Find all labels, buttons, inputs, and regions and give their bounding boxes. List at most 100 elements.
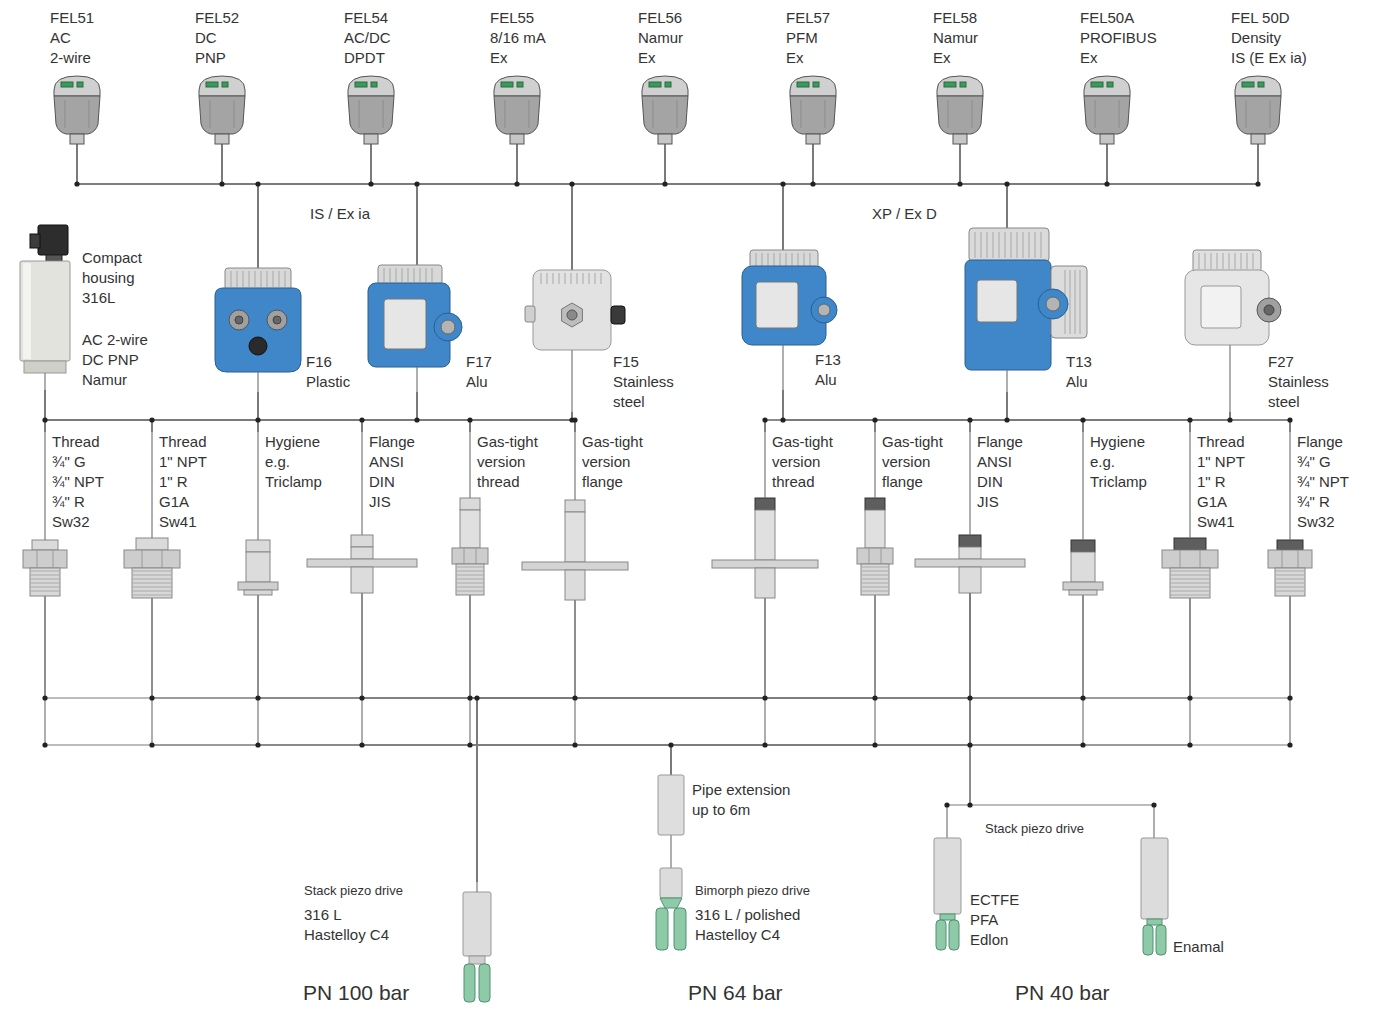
illustration-part [522, 562, 628, 570]
illustration-part [238, 582, 278, 590]
illustration-part [61, 82, 73, 87]
illustration-part [1095, 100, 1096, 128]
leader-line [361, 432, 362, 535]
junction-dot [668, 742, 673, 747]
illustration-part [351, 567, 373, 593]
illustration-part [273, 271, 274, 287]
process-connection: Thread 1" NPT 1" R G1A Sw41 [124, 432, 209, 598]
junction-dot [1187, 417, 1192, 422]
illustration-part [1241, 253, 1242, 269]
illustration-part [426, 268, 427, 282]
illustration-group [642, 76, 688, 144]
node-label: 316 L Hastelloy C4 [304, 905, 389, 945]
connector-line [417, 144, 1107, 265]
leader-line [469, 432, 470, 498]
illustration-group [215, 268, 301, 372]
junction-dot [1151, 802, 1156, 807]
junction-dot [967, 417, 972, 422]
annotation-label: IS / Ex ia [310, 204, 370, 224]
connector-line [970, 392, 1007, 432]
illustration-part [981, 232, 982, 258]
illustration-part [1046, 297, 1060, 311]
process-connection: Gas-tight version thread [712, 432, 835, 598]
electronic-insert: FEL50A PROFIBUS Ex [1080, 8, 1159, 144]
illustration-part [959, 547, 981, 559]
illustration-part [279, 271, 280, 287]
illustration-part [517, 82, 523, 87]
connector-line [417, 144, 1258, 265]
node-label: ECTFE PFA Edlon [970, 890, 1019, 950]
connector-line [258, 392, 362, 432]
illustration-part [1200, 550, 1201, 568]
connector-line [670, 835, 671, 868]
illustration-part [987, 232, 988, 258]
node-label: Bimorph piezo drive [695, 882, 810, 900]
connector-line [258, 392, 417, 432]
illustration-group [937, 76, 983, 144]
illustration-part [999, 232, 1000, 258]
illustration-part [658, 775, 684, 835]
illustration-part [1253, 253, 1254, 269]
illustration-part [464, 964, 475, 1002]
connector-line [671, 596, 1290, 775]
illustration-part [364, 134, 378, 144]
illustration-part [965, 260, 1051, 370]
illustration-group [790, 76, 836, 144]
illustration-part [937, 96, 983, 134]
connector-line [575, 600, 671, 775]
junction-dot [967, 695, 972, 700]
illustration-part [1156, 925, 1166, 955]
junction-dot [255, 181, 260, 186]
illustration-part [199, 96, 245, 134]
illustration-part [53, 550, 54, 568]
illustration-part [577, 273, 578, 284]
connector-line [371, 144, 417, 265]
illustration-part [1063, 582, 1103, 590]
junction-dot [474, 695, 479, 700]
illustration-part [861, 583, 889, 584]
illustration-group [124, 538, 180, 598]
illustration-part [972, 100, 973, 128]
junction-dot [780, 181, 785, 186]
probe: ECTFE PFA Edlon [934, 838, 1022, 950]
connector-line [258, 412, 572, 432]
junction-dot [1004, 417, 1009, 422]
illustration-part [20, 261, 70, 361]
illustration-part [355, 82, 367, 87]
illustration-part [351, 535, 373, 547]
junction-dot [149, 742, 154, 747]
connector-line [1007, 392, 1083, 432]
node-label: Enamal [1173, 937, 1224, 957]
connector-line [671, 595, 875, 775]
illustration-part [23, 263, 31, 359]
junction-dot [957, 181, 962, 186]
illustration-group [1162, 538, 1218, 598]
junction-dot [1104, 181, 1109, 186]
leader-line [1229, 345, 1230, 412]
connector-line [765, 392, 1007, 432]
illustration-part [460, 510, 480, 548]
illustration-part [1091, 82, 1103, 87]
illustration-part [89, 100, 90, 128]
illustration-part [246, 552, 270, 582]
leader-line [1289, 432, 1290, 540]
illustration-part [1205, 253, 1206, 269]
illustration-part [1170, 595, 1210, 596]
probe: Bimorph piezo drive316 L / polished Hast… [654, 868, 812, 950]
illustration-part [246, 540, 270, 552]
connector-line [1007, 392, 1190, 432]
connector-line [572, 144, 1258, 270]
junction-dot [967, 742, 972, 747]
node-label: FEL58 Namur Ex [933, 8, 978, 68]
node-label: F13 Alu [815, 350, 841, 390]
leader-line [151, 432, 152, 538]
pipe-extension: Pipe extension up to 6m [658, 775, 793, 835]
illustration [50, 8, 104, 144]
illustration-part [505, 100, 506, 128]
illustration-part [1084, 76, 1130, 96]
illustration-part [1199, 253, 1200, 269]
illustration-part [1174, 538, 1206, 550]
junction-dot [514, 181, 519, 186]
